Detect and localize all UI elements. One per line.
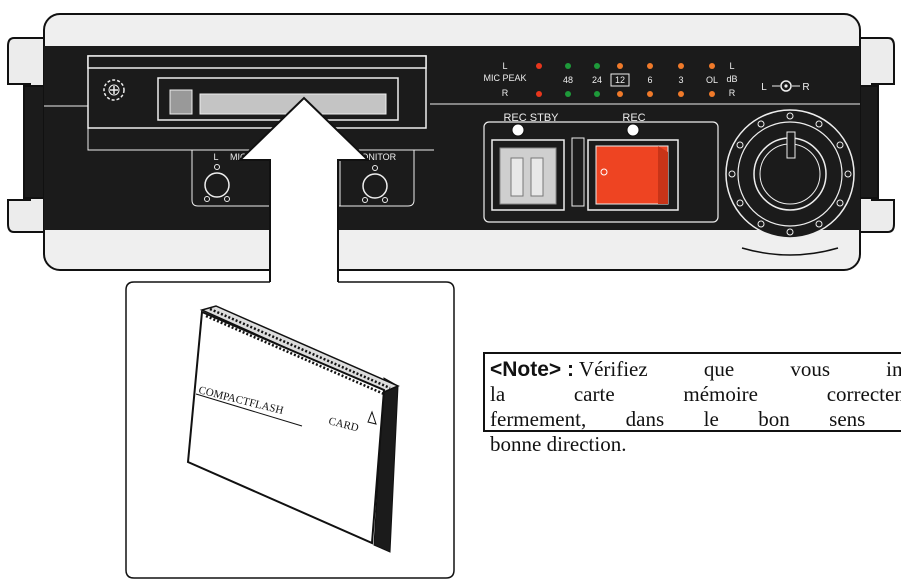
rec-stby-indicator	[511, 123, 525, 137]
note-line-1: <Note> : Vérifiez que vous insé	[490, 357, 901, 381]
meter-48-label: 48	[563, 75, 573, 85]
left-handle	[7, 37, 45, 233]
rec-buttons-frame	[483, 121, 719, 223]
meter-ol-label: OL	[706, 75, 718, 85]
meter-l-right-label: L	[729, 61, 734, 71]
jog-dial-bottom	[741, 247, 839, 256]
jog-dial[interactable]	[725, 109, 855, 239]
insert-arrow-icon	[237, 96, 371, 282]
headphone-jack-icon[interactable]	[780, 80, 792, 92]
meter-r-right-label: R	[729, 88, 736, 98]
note-box: <Note> : Vérifiez que vous insé la carte…	[483, 352, 901, 456]
jack-r-label: R	[802, 82, 809, 93]
mic-trim-l-knob[interactable]	[204, 164, 230, 202]
jack-l-label: L	[761, 82, 767, 93]
rec-indicator	[626, 123, 640, 137]
mic-trim-l-label: L	[213, 152, 218, 162]
meter-3-label: 3	[678, 75, 683, 85]
note-line-2: la carte mémoire correcteme	[490, 382, 901, 406]
right-handle	[857, 37, 895, 233]
rec-stby-label: REC STBY	[503, 112, 559, 124]
meter-12-label: 12	[615, 75, 625, 85]
monitor-label: MONITOR	[354, 152, 397, 162]
meter-12-box	[610, 73, 630, 87]
meter-24-label: 24	[592, 75, 602, 85]
eject-screw-icon	[103, 79, 125, 101]
meter-leds	[536, 63, 715, 97]
compactflash-card	[186, 305, 400, 553]
meter-r-label: R	[502, 88, 509, 98]
meter-l-label: L	[502, 61, 507, 71]
mic-peak-label: MIC PEAK	[483, 73, 526, 83]
monitor-knob[interactable]	[362, 165, 388, 203]
card-slot[interactable]	[157, 77, 399, 121]
note-line-3: fermement, dans le bon sens et	[490, 407, 866, 431]
meter-db-label: dB	[726, 74, 737, 84]
rec-button[interactable]	[587, 139, 679, 211]
meter-6-label: 6	[647, 75, 652, 85]
note-label: <Note> :	[490, 358, 575, 381]
note-line-4: bonne direction.	[490, 432, 627, 456]
rec-stby-button[interactable]	[491, 139, 565, 211]
rec-label: REC	[622, 112, 645, 124]
